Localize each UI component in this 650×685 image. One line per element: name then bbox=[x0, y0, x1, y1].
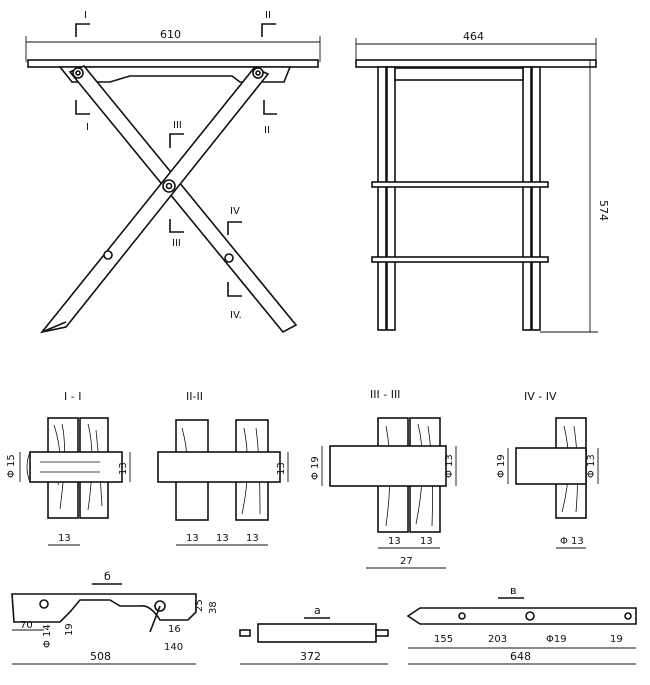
section-iii-dia: Φ 19 bbox=[310, 456, 321, 480]
cut-label-i: I bbox=[84, 10, 87, 21]
part-b-d25: 25 bbox=[194, 599, 205, 612]
side-leg-3 bbox=[522, 66, 532, 331]
section-iv-iv: IV - IV Φ 19 Φ 13 Φ 13 bbox=[496, 390, 599, 549]
part-b-d14: Φ 14 bbox=[42, 624, 53, 648]
side-width-dim: 464 bbox=[463, 30, 484, 43]
part-v-total: 648 bbox=[510, 650, 531, 663]
side-tabletop bbox=[355, 59, 597, 68]
side-view: 464 574 bbox=[355, 30, 610, 333]
section-iii-total: 27 bbox=[400, 556, 413, 567]
part-v: в 155 203 Φ19 19 648 bbox=[406, 584, 637, 665]
section-iv-bottom: Φ 13 bbox=[560, 536, 584, 547]
front-width-dim: 610 bbox=[160, 28, 181, 41]
part-b-profile bbox=[11, 593, 197, 623]
part-b-d140: 140 bbox=[164, 642, 183, 653]
section-ii-pin bbox=[157, 451, 281, 483]
part-b-title: б bbox=[104, 570, 111, 583]
section-label-iii: III bbox=[172, 238, 181, 249]
front-view: 610 I II I II III III IV IV. bbox=[25, 10, 321, 334]
section-label-iv: IV. bbox=[230, 310, 242, 321]
side-height-dim: 574 bbox=[597, 200, 610, 221]
section-ii-b1: 13 bbox=[186, 533, 199, 544]
section-i-pin bbox=[29, 451, 123, 483]
leg-left-to-right bbox=[68, 65, 298, 334]
section-iii-right: Φ 13 bbox=[444, 454, 455, 478]
section-iv-title: IV - IV bbox=[524, 390, 557, 403]
side-rung-middle bbox=[371, 181, 549, 188]
part-v-bar bbox=[406, 607, 637, 625]
rung-hole-left bbox=[103, 250, 113, 260]
section-ii-title: II-II bbox=[186, 390, 203, 403]
section-i-right: 13 bbox=[118, 462, 129, 475]
part-v-title: в bbox=[510, 584, 516, 597]
side-leg-2 bbox=[386, 66, 396, 331]
side-leg-4 bbox=[531, 66, 541, 331]
section-iii-b2: 13 bbox=[420, 536, 433, 547]
section-i-bottom: 13 bbox=[58, 533, 71, 544]
section-iv-right: Φ 13 bbox=[586, 454, 597, 478]
part-a-rod bbox=[257, 623, 377, 643]
part-b-d16: 16 bbox=[168, 624, 181, 635]
part-v-d155: 155 bbox=[434, 634, 453, 645]
section-ii-ii: II-II 13 13 13 13 bbox=[157, 390, 289, 546]
cut-label-ii: II bbox=[265, 10, 271, 21]
rung-hole-right bbox=[224, 253, 234, 263]
cut-label-iii: III bbox=[173, 120, 182, 131]
section-i-i: I - I Φ 15 13 13 bbox=[6, 390, 131, 546]
part-v-dia: Φ19 bbox=[546, 634, 567, 645]
section-ii-right: 13 bbox=[276, 462, 287, 475]
section-i-title: I - I bbox=[64, 390, 81, 403]
tabletop bbox=[27, 59, 319, 68]
cut-label-iv: IV bbox=[230, 206, 240, 217]
part-a-total: 372 bbox=[300, 650, 321, 663]
side-rung-lower bbox=[371, 256, 549, 263]
section-i-dia: Φ 15 bbox=[6, 454, 17, 478]
section-label-i: I bbox=[86, 122, 89, 133]
section-iii-iii: III - III Φ 19 Φ 13 13 13 27 bbox=[310, 388, 457, 569]
section-iii-b1: 13 bbox=[388, 536, 401, 547]
part-b-d19: 19 bbox=[64, 623, 75, 636]
part-b-total: 508 bbox=[90, 650, 111, 663]
part-a-title: а bbox=[314, 604, 321, 617]
section-iv-dia: Φ 19 bbox=[496, 454, 507, 478]
section-iii-pin bbox=[329, 445, 447, 487]
part-b: б 70 19 Φ 14 25 38 16 140 508 bbox=[11, 570, 219, 665]
part-b-d70: 70 bbox=[20, 620, 33, 631]
section-iii-title: III - III bbox=[370, 388, 400, 401]
part-a: а 372 bbox=[239, 604, 389, 665]
side-top-rail bbox=[394, 67, 524, 81]
part-v-d19: 19 bbox=[610, 634, 623, 645]
section-ii-b3: 13 bbox=[246, 533, 259, 544]
part-v-d203: 203 bbox=[488, 634, 507, 645]
section-label-ii: II bbox=[264, 125, 270, 136]
side-leg-1 bbox=[377, 66, 387, 331]
part-b-d38: 38 bbox=[208, 601, 219, 614]
section-iv-pin bbox=[515, 447, 587, 485]
section-ii-b2: 13 bbox=[216, 533, 229, 544]
